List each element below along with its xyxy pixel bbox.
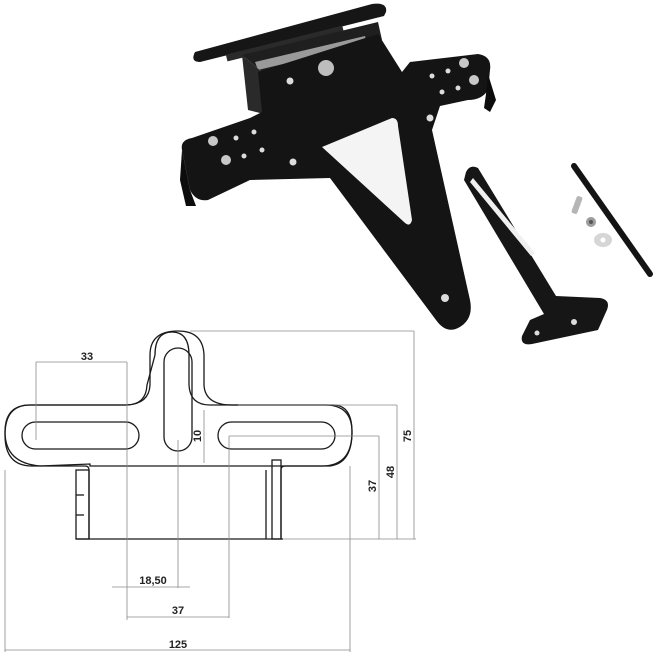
dim-18-50-label: 18,50 xyxy=(139,575,167,587)
dim-37-horizontal-label: 37 xyxy=(172,605,184,617)
dim-75-label: 75 xyxy=(402,430,414,442)
dim-48-label: 48 xyxy=(385,466,397,478)
main-bracket-photo xyxy=(180,3,496,330)
dim-37-vertical-label: 37 xyxy=(367,480,379,492)
dim-125-label: 125 xyxy=(169,639,187,651)
technical-drawing: 33 18,50 37 125 10 37 48 75 xyxy=(4,330,416,652)
extension-arm-photo xyxy=(464,166,608,345)
hardware-photo xyxy=(571,163,653,277)
dim-10-label: 10 xyxy=(192,430,204,442)
dim-33-label: 33 xyxy=(81,351,93,363)
